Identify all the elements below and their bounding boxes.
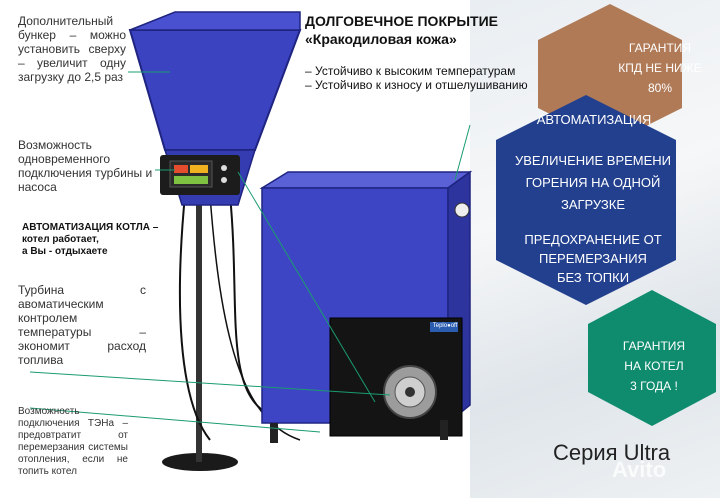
hex-efficiency-line: 80%	[647, 81, 673, 95]
hex-automation-label: АВТОМАТИЗАЦИЯ	[536, 112, 652, 127]
coating-title: ДОЛГОВЕЧНОЕ ПОКРЫТИЕ	[305, 13, 498, 29]
hex-burn: УВЕЛИЧЕНИЕ ВРЕМЕНИ ГОРЕНИЯ НА ОДНОЙ ЗАГР…	[508, 150, 678, 216]
cable	[178, 194, 211, 441]
hex-burn-line: УВЕЛИЧЕНИЕ ВРЕМЕНИ	[514, 153, 672, 168]
cable	[229, 194, 263, 411]
hex-warranty: ГАРАНТИЯ НА КОТЕЛ 3 ГОДА !	[604, 336, 704, 396]
heater-callout: Возможность подключения ТЭНа – предовтра…	[18, 406, 128, 477]
coating-heading: ДОЛГОВЕЧНОЕ ПОКРЫТИЕ «Кракодиловая кожа»	[305, 12, 498, 48]
pointer-line	[29, 407, 321, 433]
hex-burn-line: ЗАГРУЗКЕ	[560, 197, 625, 212]
automation-callout-title: АВТОМАТИЗАЦИЯ КОТЛА –	[22, 222, 159, 233]
automation-callout-line: котел работает,	[22, 234, 99, 245]
hex-freeze-line: БЕЗ ТОПКИ	[556, 270, 630, 285]
boiler-top	[259, 171, 473, 189]
brand-plate-label: Teplo●off	[432, 323, 458, 329]
hex-efficiency-line: ГАРАНТИЯ	[628, 41, 692, 55]
pointer-line	[454, 124, 471, 181]
stand-pole	[196, 190, 202, 462]
hex-freeze-line: ПРЕДОХРАНЕНИЕ ОТ	[524, 232, 662, 247]
hopper-lid	[129, 11, 301, 31]
hex-freeze: ПРЕДОХРАНЕНИЕ ОТ ПЕРЕМЕРЗАНИЯ БЕЗ ТОПКИ	[508, 230, 678, 287]
hex-burn-line: ГОРЕНИЯ НА ОДНОЙ	[525, 175, 661, 190]
automation-callout: АВТОМАТИЗАЦИЯ КОТЛА – котел работает, а …	[22, 222, 182, 258]
automation-callout-line: а Вы - отдыхаете	[22, 246, 108, 257]
hex-freeze-line: ПЕРЕМЕРЗАНИЯ	[539, 251, 647, 266]
hex-automation: АВТОМАТИЗАЦИЯ	[514, 110, 674, 129]
thermometer-icon	[454, 202, 470, 218]
hex-efficiency: ГАРАНТИЯ КПД НЕ НИЖЕ 80%	[606, 38, 714, 98]
hex-warranty-line: 3 ГОДА !	[630, 379, 678, 393]
brand-plate	[430, 322, 458, 332]
hexagon-shapes	[496, 4, 716, 426]
hex-warranty-line: ГАРАНТИЯ	[622, 339, 686, 353]
hex-main-shape	[496, 95, 676, 305]
turbine-callout: Турбина с авоматическим контролем темпер…	[18, 283, 146, 367]
hex-warranty-shape	[588, 290, 716, 426]
hex-warranty-line: НА КОТЕЛ	[624, 359, 684, 373]
pointer-line	[29, 371, 391, 396]
hex-efficiency-line: КПД НЕ НИЖЕ	[618, 61, 702, 75]
coating-bullets: – Устойчиво к высоким температурам – Уст…	[305, 64, 543, 92]
coating-bullet: – Устойчиво к высоким температурам	[305, 64, 516, 78]
coating-subtitle: «Кракодиловая кожа»	[305, 31, 457, 47]
controller-callout: Возможность одновременного подключения т…	[18, 138, 153, 194]
coating-bullet: – Устойчиво к износу и отшелушиванию	[305, 78, 528, 92]
pointer-line	[237, 171, 376, 403]
hopper	[128, 29, 302, 151]
hopper-callout: Дополнительный бункер – можно установить…	[18, 14, 126, 84]
series-label: Серия Ultra	[553, 440, 671, 465]
avito-watermark: Avito	[612, 457, 667, 482]
